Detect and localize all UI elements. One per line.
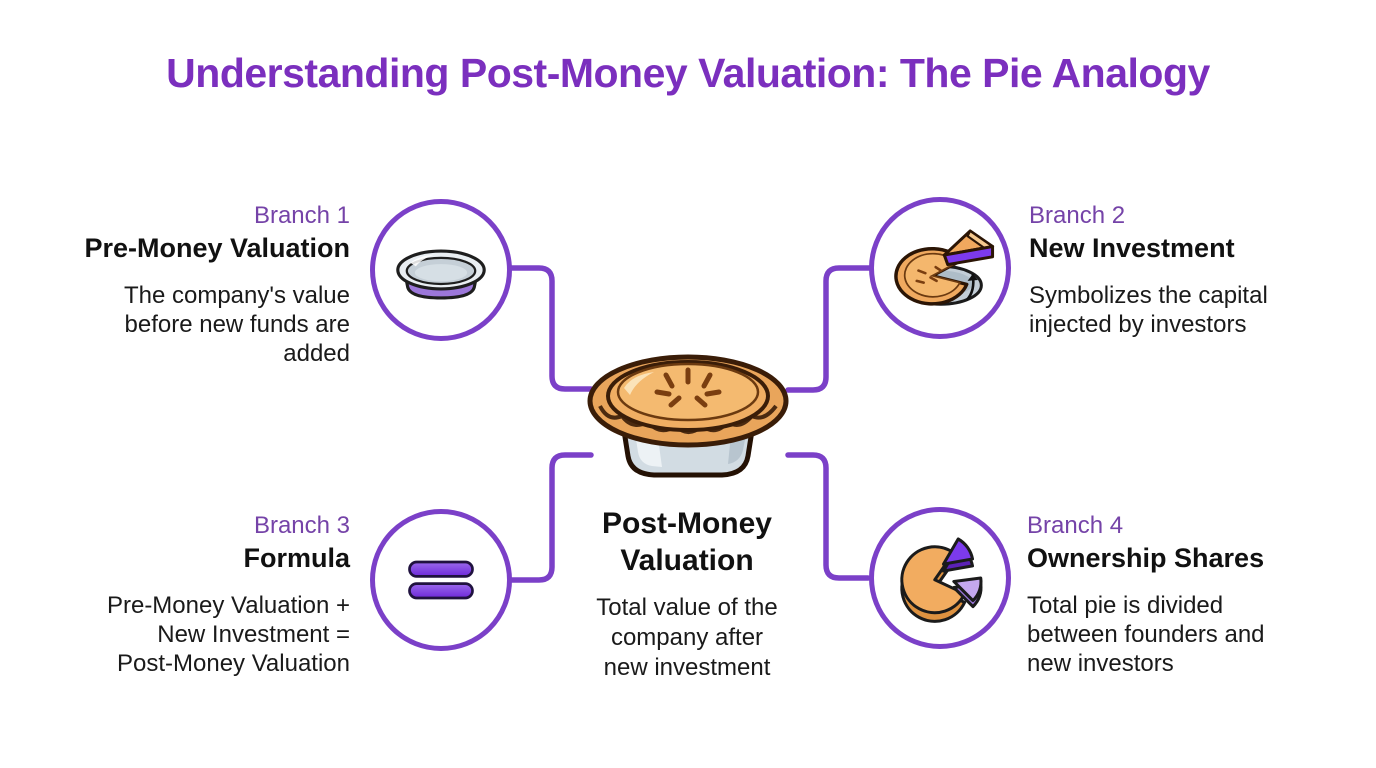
- branch-3-title: Formula: [243, 543, 350, 573]
- connector-branch-2: [785, 265, 872, 393]
- branch-2-title: New Investment: [1029, 233, 1235, 263]
- branch-4-node: [869, 507, 1011, 649]
- equals-sign-icon: [408, 560, 474, 600]
- pie-chart-icon: [900, 537, 983, 623]
- branch-2-node: [869, 197, 1011, 339]
- branch-1-node: [370, 199, 512, 341]
- branch-3-text: Branch 3 Formula Pre-Money Valuation + N…: [58, 511, 350, 678]
- pie-slice-removed-icon: [894, 229, 995, 306]
- branch-1-description: The company's value before new funds are…: [123, 282, 350, 367]
- connector-branch-1: [506, 265, 594, 392]
- branch-2-description: Symbolizes the capital injected by inves…: [1029, 282, 1268, 338]
- empty-pie-dish-icon: [396, 249, 486, 300]
- branch-1-label: Branch 1: [253, 202, 350, 229]
- whole-pie-icon: [587, 354, 789, 478]
- branch-4-label: Branch 4: [1027, 512, 1124, 539]
- branch-1-text: Branch 1 Pre-Money Valuation The company…: [58, 201, 350, 368]
- center-description: Total value of the company after new inv…: [596, 594, 778, 681]
- branch-4-text: Branch 4 Ownership Shares Total pie is d…: [1027, 511, 1327, 678]
- branch-4-description: Total pie is divided between founders an…: [1027, 592, 1265, 677]
- branch-1-title: Pre-Money Valuation: [84, 233, 350, 263]
- branch-2-text: Branch 2 New Investment Symbolizes the c…: [1029, 201, 1329, 339]
- branch-3-description: Pre-Money Valuation + New Investment = P…: [106, 592, 350, 677]
- center-node-text: Post-Money Valuation Total value of the …: [557, 505, 817, 683]
- branch-4-title: Ownership Shares: [1027, 543, 1265, 573]
- branch-2-label: Branch 2: [1029, 202, 1126, 229]
- branch-3-node: [370, 509, 512, 651]
- branch-3-label: Branch 3: [253, 512, 350, 539]
- center-title: Post-Money Valuation: [601, 507, 772, 577]
- page-title: Understanding Post-Money Valuation: The …: [166, 50, 1210, 96]
